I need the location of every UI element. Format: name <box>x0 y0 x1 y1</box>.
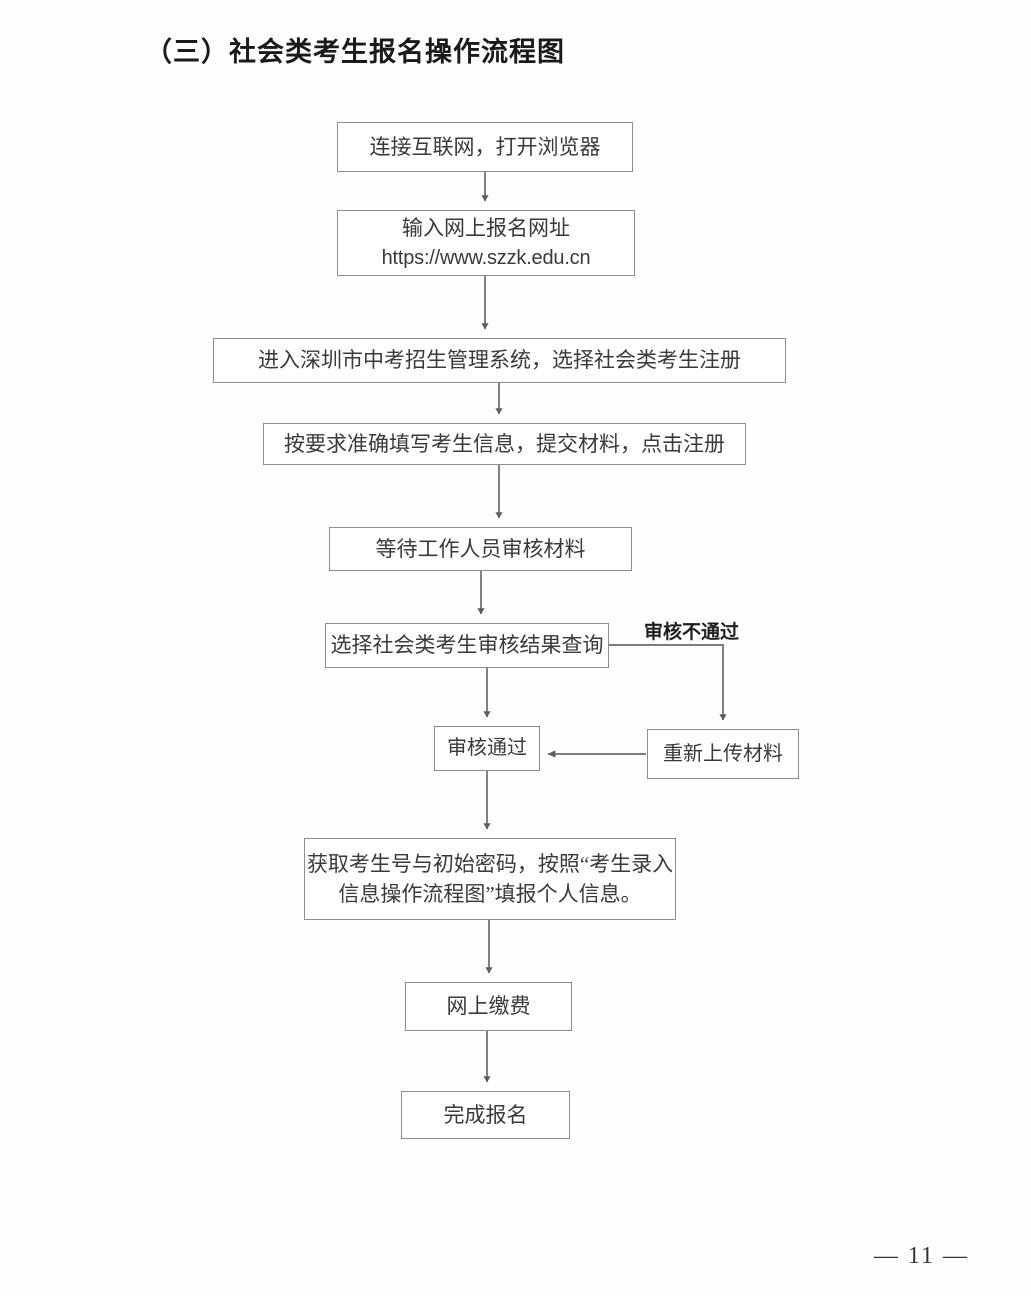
flow-node-fill-information[interactable]: 按要求准确填写考生信息，提交材料，点击注册 <box>263 423 746 465</box>
flow-node-reupload-materials-label: 重新上传材料 <box>663 742 783 765</box>
flow-node-query-result-label: 选择社会类考生审核结果查询 <box>330 633 604 658</box>
flow-node-enter-url-value: https://www.szzk.edu.cn <box>381 246 591 269</box>
flow-node-get-account-label-line1: 获取考生号与初始密码，按照“考生录入 <box>306 851 674 876</box>
flow-node-get-account-label-line2: 信息操作流程图”填报个人信息。 <box>338 882 642 906</box>
flow-node-reupload-materials[interactable]: 重新上传材料 <box>647 729 799 779</box>
flow-node-wait-review-label: 等待工作人员审核材料 <box>375 536 586 561</box>
flow-node-online-payment-label: 网上缴费 <box>446 994 531 1019</box>
flow-node-registration-complete[interactable]: 完成报名 <box>401 1091 570 1139</box>
flow-node-enter-url-label: 输入网上报名网址 <box>402 216 570 241</box>
flow-node-enter-system-label: 进入深圳市中考招生管理系统，选择社会类考生注册 <box>258 348 741 373</box>
flow-node-registration-complete-label: 完成报名 <box>443 1102 528 1127</box>
flow-node-review-passed[interactable]: 审核通过 <box>434 726 540 771</box>
flow-node-query-result[interactable]: 选择社会类考生审核结果查询 <box>325 623 609 668</box>
edge-queryresult-to-reupload <box>609 644 727 721</box>
page-number: — 11 — <box>873 1243 969 1269</box>
flow-node-enter-url[interactable]: 输入网上报名网址 https://www.szzk.edu.cn <box>337 210 635 276</box>
flow-node-enter-system[interactable]: 进入深圳市中考招生管理系统，选择社会类考生注册 <box>213 338 786 383</box>
flow-node-online-payment[interactable]: 网上缴费 <box>405 982 572 1031</box>
edge-label-review-rejected: 审核不通过 <box>644 622 740 643</box>
flow-node-wait-review[interactable]: 等待工作人员审核材料 <box>329 527 632 571</box>
page-title: （三）社会类考生报名操作流程图 <box>145 37 565 67</box>
flow-node-get-account[interactable]: 获取考生号与初始密码，按照“考生录入 信息操作流程图”填报个人信息。 <box>304 838 676 920</box>
flow-node-fill-information-label: 按要求准确填写考生信息，提交材料，点击注册 <box>284 431 725 456</box>
flow-node-connect-internet[interactable]: 连接互联网，打开浏览器 <box>337 122 633 172</box>
flow-node-review-passed-label: 审核通过 <box>447 737 527 759</box>
flow-node-connect-internet-label: 连接互联网，打开浏览器 <box>369 134 601 159</box>
